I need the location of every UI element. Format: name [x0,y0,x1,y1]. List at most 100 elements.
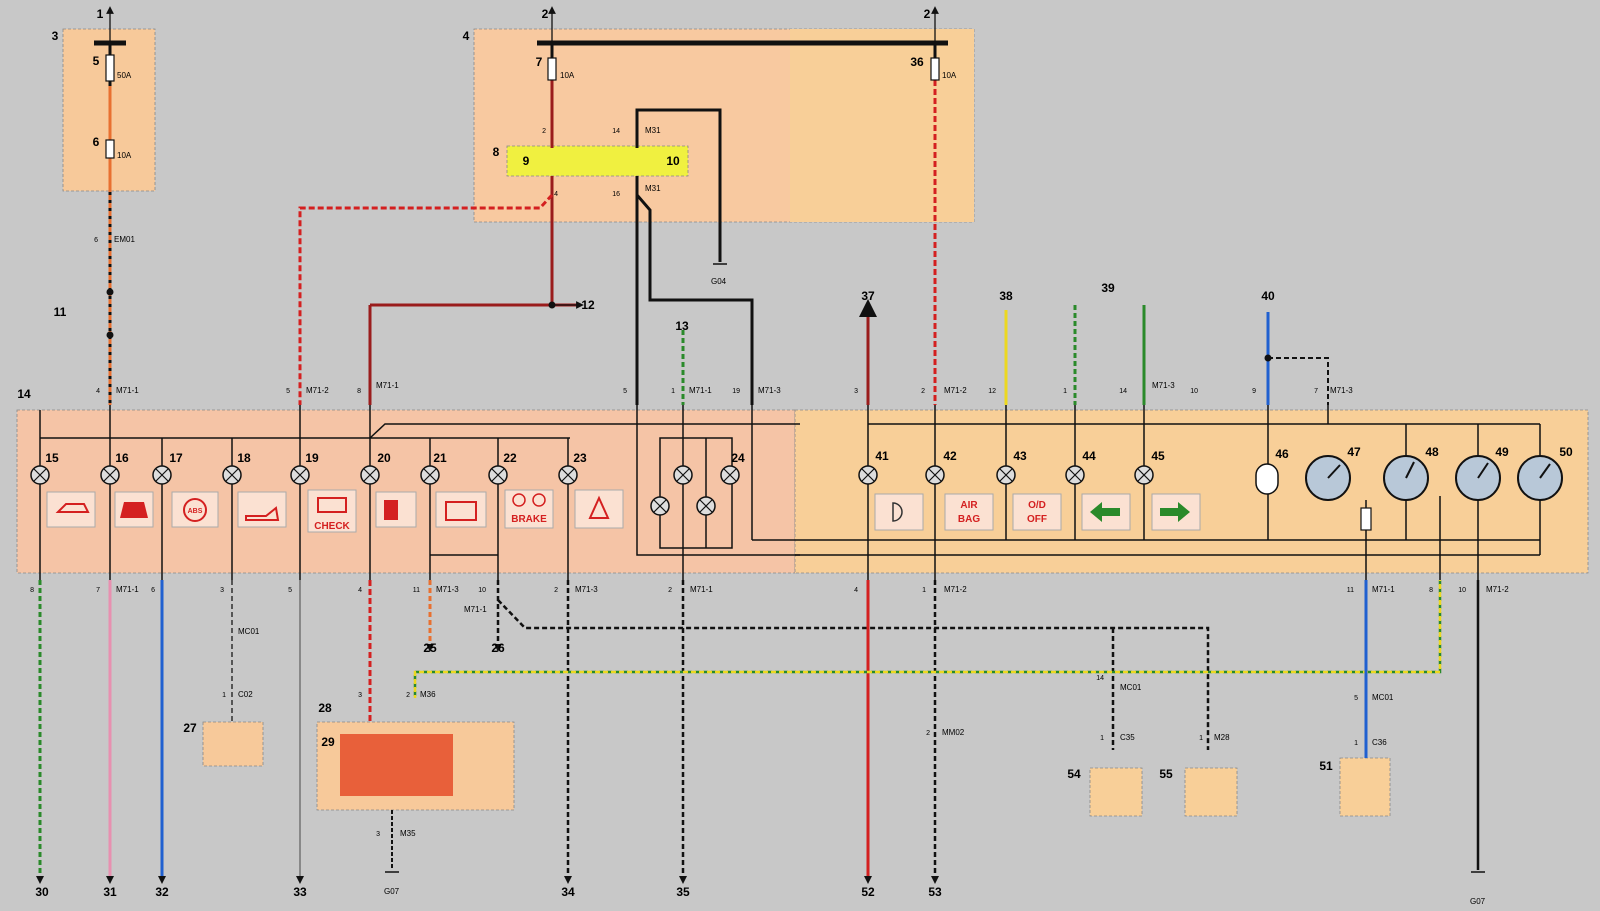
component-number-22: 22 [503,451,517,465]
component-number-2: 2 [924,7,931,21]
connector-m71-1d: M71-1 [116,585,139,594]
pin-number: 1 [222,692,226,699]
component-number-28: 28 [318,701,332,715]
component-number-40: 40 [1261,289,1275,303]
lamp-filament [103,468,117,482]
connector-m71-1g: M71-1 [1372,585,1395,594]
component-number-45: 45 [1151,449,1165,463]
fuse-7-rating: 10A [560,71,575,80]
component-number-2: 2 [542,7,549,21]
connector-c02: C02 [238,690,253,699]
component-number-33: 33 [293,885,307,899]
pin-number: 4 [854,587,858,594]
component-number-19: 19 [305,451,319,465]
component-number-52: 52 [861,885,875,899]
pin-number: 11 [413,587,420,594]
lamp-filament [363,468,377,482]
pin-number: 8 [1429,587,1433,594]
lamp-filament [1068,468,1082,482]
connector-m71-3d: M71-3 [436,585,459,594]
pin-number: 14 [612,128,620,135]
component-number-42: 42 [943,449,957,463]
component-number-43: 43 [1013,449,1027,463]
lamp-filament [561,468,575,482]
lamp-filament [861,468,875,482]
connector-m28: M28 [1214,733,1230,742]
component-number-53: 53 [928,885,942,899]
connector-m35: M35 [400,829,416,838]
lamp-filament [676,468,690,482]
component-number-41: 41 [875,449,889,463]
component-number-50: 50 [1559,445,1573,459]
connector-mc01a: MC01 [238,627,260,636]
connector-m71-2a: M71-2 [306,386,329,395]
pin-number: 5 [623,388,627,395]
pin-number: 3 [376,831,380,838]
sender-29 [340,734,453,796]
fuse-36-rating: 10A [942,71,957,80]
component-number-26: 26 [491,641,505,655]
fuses [105,54,940,159]
component-number-1: 1 [97,7,104,21]
pin-number: 10 [1190,388,1198,395]
connector-m71-1e: M71-1 [464,605,487,614]
lamp-filament [699,499,713,513]
pin-number: 6 [151,587,155,594]
component-number-46: 46 [1275,447,1289,461]
pin-number: 5 [1354,695,1358,702]
component-number-20: 20 [377,451,391,465]
pin-number: 7 [1314,388,1318,395]
gauges [1255,455,1563,531]
pin-number: 1 [671,388,675,395]
component-number-4: 4 [463,29,470,43]
pin-number: 2 [406,692,410,699]
pin-number: 14 [1096,675,1104,682]
pin-number: 10 [1458,587,1466,594]
pin-number: 5 [288,587,292,594]
connector-m71-1b: M71-1 [376,381,399,390]
component-number-5: 5 [93,54,100,68]
od-icon-label-1: O/D [1028,500,1046,511]
relay-8 [506,145,689,177]
component-number-15: 15 [45,451,59,465]
fuse-5-rating: 50A [117,71,132,80]
connector-mc01c: MC01 [1372,693,1394,702]
component-number-9: 9 [523,154,530,168]
component-number-31: 31 [103,885,117,899]
connector-g07a: G07 [384,887,400,896]
pin-number: 6 [94,237,98,244]
connector-m71-3a: M71-3 [758,386,781,395]
connector-m71-2b: M71-2 [944,386,967,395]
pin-number: 3 [358,692,362,699]
lamp-filament [653,499,667,513]
component-number-29: 29 [321,735,335,749]
connector-m71-1a: M71-1 [116,386,139,395]
lamp-filament [155,468,169,482]
component-number-27: 27 [183,721,197,735]
component-number-7: 7 [536,55,543,69]
instrument-cluster-14-right [794,409,1589,574]
component-number-54: 54 [1067,767,1081,781]
connector-m71-1f: M71-1 [690,585,713,594]
connector-m71-2c: M71-2 [944,585,967,594]
component-number-51: 51 [1319,759,1333,773]
component-number-34: 34 [561,885,575,899]
connector-m71-3e: M71-3 [575,585,598,594]
component-number-25: 25 [423,641,437,655]
pin-number: 8 [30,587,34,594]
fuse-relay-box-4-right [790,29,974,222]
component-number-36: 36 [910,55,924,69]
component-number-24: 24 [731,451,745,465]
pin-number: 5 [286,388,290,395]
connector-c35: C35 [1120,733,1135,742]
pin-number: 2 [554,587,558,594]
switch-27 [202,721,264,767]
junction-dots [106,288,1272,362]
pin-number: 16 [612,191,620,198]
component-number-38: 38 [999,289,1013,303]
pin-number: 2 [542,128,546,135]
lamp-filament [33,468,47,482]
